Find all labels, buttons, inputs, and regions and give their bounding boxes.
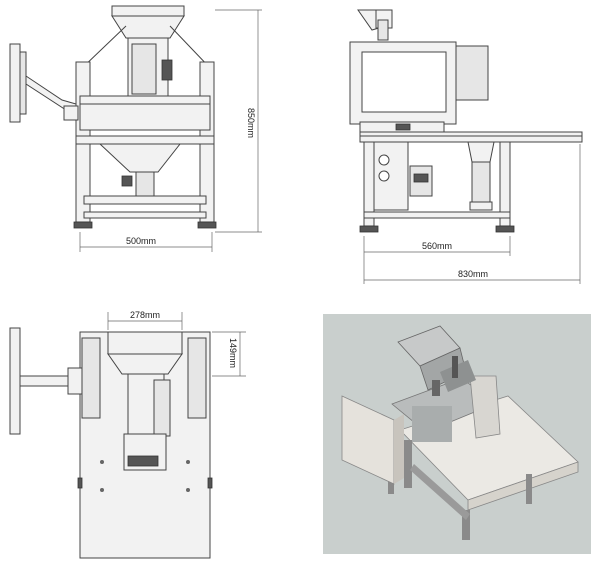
side-outer-width-label: 830mm (458, 269, 488, 279)
front-height-label: 850mm (246, 108, 256, 138)
side-view: 560mm 830mm (349, 9, 583, 284)
side-inner-width-label: 560mm (422, 241, 452, 251)
top-hopper-width-label: 278mm (130, 310, 160, 320)
front-width-label: 500mm (126, 236, 156, 246)
top-hopper-depth-label: 149mm (228, 338, 238, 368)
front-view: 500mm 850mm (9, 5, 262, 252)
top-view: 278mm 149mm (9, 310, 246, 559)
render-view (323, 314, 591, 554)
